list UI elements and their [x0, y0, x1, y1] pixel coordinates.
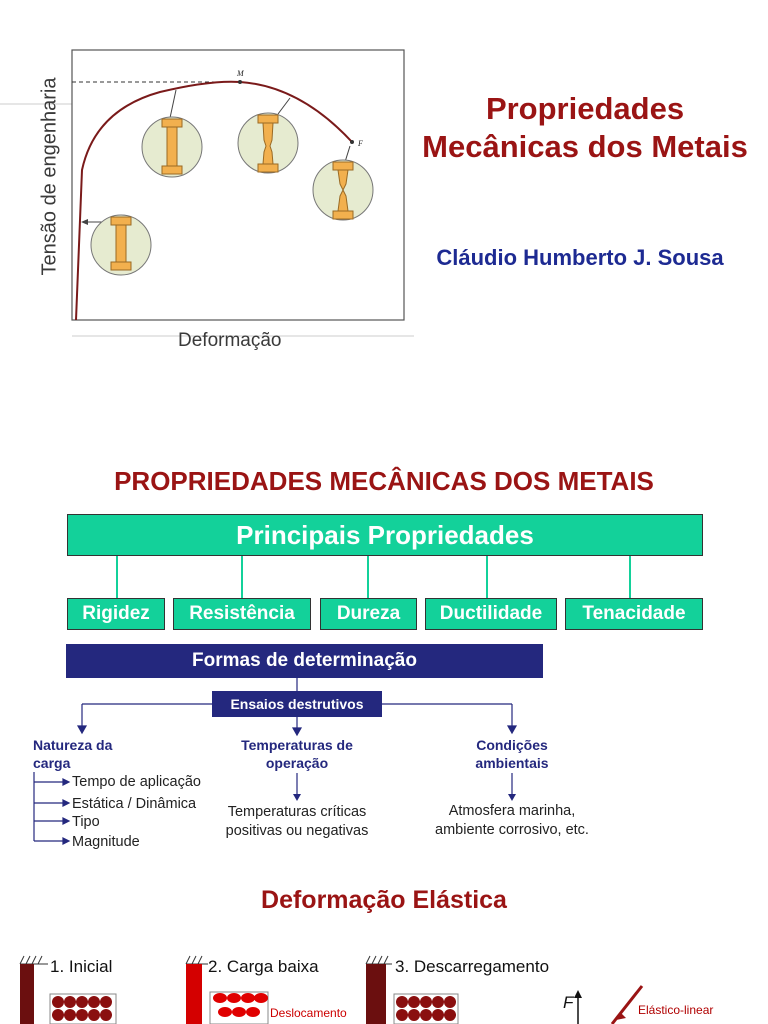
connector — [367, 556, 369, 598]
step-2-label: 2. Carga baixa — [208, 957, 319, 976]
step-1-label: 1. Inicial — [50, 957, 113, 976]
natureza-heading: Natureza da carga — [33, 736, 112, 772]
temperaturas-heading-2: operação — [265, 755, 329, 771]
property-rigidez: Rigidez — [67, 598, 165, 630]
natureza-heading-2: carga — [33, 755, 71, 771]
principais-propriedades-box: Principais Propriedades — [67, 514, 703, 556]
temperaturas-text: Temperaturas críticas positivas ou negat… — [197, 803, 397, 841]
property-ductilidade: Ductilidade — [425, 598, 557, 630]
natureza-item: Magnitude — [72, 834, 140, 850]
condicoes-text: Atmosfera marinha, ambiente corrosivo, e… — [412, 802, 612, 840]
deslocamento-label: Deslocamento — [270, 1006, 347, 1020]
temperaturas-text-2: positivas ou negativas — [225, 823, 369, 839]
connector — [486, 556, 488, 598]
condicoes-text-2: ambiente corrosivo, etc. — [435, 822, 589, 838]
step-3-label: 3. Descarregamento — [395, 957, 550, 976]
property-resistencia: Resistência — [173, 598, 311, 630]
natureza-item: Estática / Dinâmica — [72, 796, 197, 812]
slide-2-title: PROPRIEDADES MECÂNICAS DOS METAIS — [114, 466, 654, 496]
slide-3-title: Deformação Elástica — [261, 886, 507, 914]
condicoes-heading-2: ambientais — [475, 755, 549, 771]
force-label: F — [563, 993, 575, 1012]
title-line-1: Propriedades — [485, 91, 685, 126]
force-graph — [574, 985, 644, 1024]
step-2-diagram — [185, 955, 269, 1024]
connector — [241, 556, 243, 598]
temperaturas-text-1: Temperaturas críticas — [227, 804, 367, 820]
elastico-label: Elástico-linear — [638, 1003, 713, 1017]
graph-x-label: Deformação — [178, 330, 282, 351]
elastic-deformation-figure: F Elástico-linear Deslocamento — [19, 955, 713, 1024]
condicoes-heading: Condições ambientais — [432, 736, 592, 772]
connector — [116, 556, 118, 598]
connector — [629, 556, 631, 598]
step-1-diagram — [19, 955, 117, 1024]
point-f-label: F — [357, 139, 363, 148]
natureza-item: Tempo de aplicação — [72, 774, 201, 790]
property-dureza: Dureza — [320, 598, 417, 630]
title-line-2: Mecânicas dos Metais — [422, 129, 748, 164]
natureza-heading-1: Natureza da — [33, 737, 113, 753]
stress-strain-figure: M F — [0, 49, 414, 337]
temperaturas-heading: Temperaturas de operação — [207, 736, 387, 772]
slide-1-title: Propriedades Mecânicas dos Metais — [400, 90, 768, 166]
point-m-label: M — [236, 69, 245, 78]
author-name: Cláudio Humberto J. Sousa — [436, 245, 724, 270]
natureza-item: Tipo — [72, 814, 100, 830]
ensaios-destrutivos-box: Ensaios destrutivos — [212, 691, 382, 717]
property-tenacidade: Tenacidade — [565, 598, 703, 630]
formas-de-determinacao-bar: Formas de determinação — [66, 644, 543, 678]
condicoes-heading-1: Condições — [476, 737, 548, 753]
condicoes-text-1: Atmosfera marinha, — [448, 803, 576, 819]
tree-connectors — [33, 678, 518, 845]
step-3-diagram — [365, 955, 459, 1024]
temperaturas-heading-1: Temperaturas de — [241, 737, 353, 753]
